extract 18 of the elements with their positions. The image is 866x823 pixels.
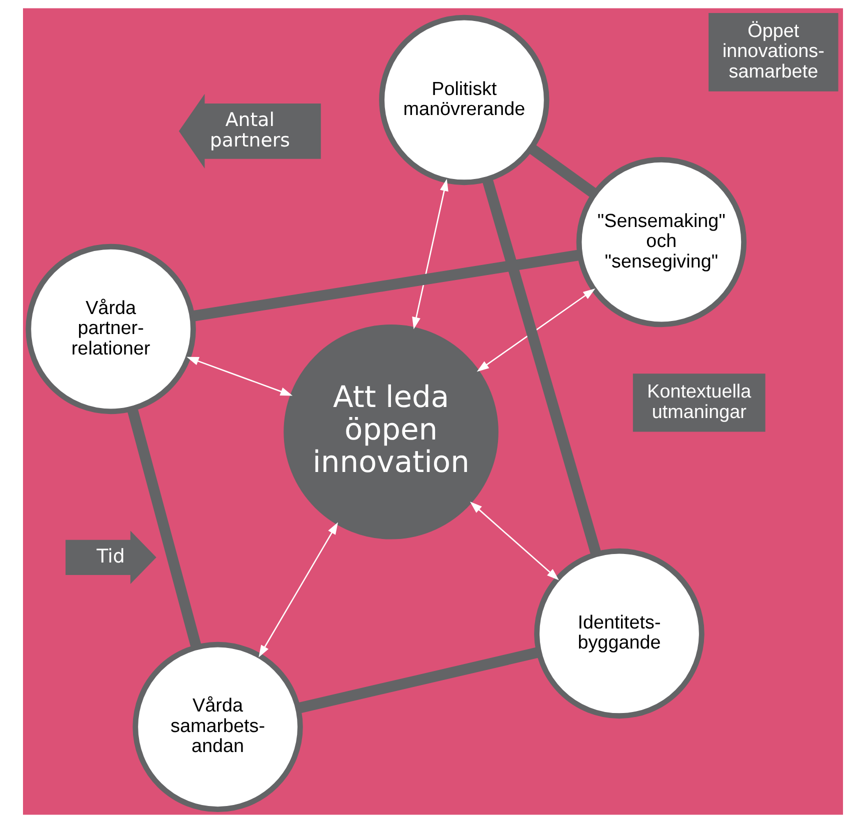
connector: [482, 178, 602, 556]
arrow: [412, 178, 448, 330]
node-circle: Att leda öppen innovation: [284, 324, 498, 540]
node-circle: Vårda partner-relationer: [26, 244, 196, 414]
arrow: [476, 288, 596, 372]
node-circle: "Sensemaking" och "sensegiving": [576, 156, 747, 328]
node-circle: Identitets-byggande: [534, 548, 704, 719]
connector: [297, 646, 540, 714]
arrow: [186, 356, 293, 396]
connector: [528, 144, 598, 198]
connector: [192, 250, 580, 322]
node-box: Öppet innovations-samarbete: [708, 12, 838, 92]
node-box: Kontextuella utmaningar: [632, 374, 766, 432]
arrow: [258, 522, 338, 658]
node-circle: Vårda samarbets-andan: [132, 642, 303, 812]
node-circle: Politiskt manövrerande: [379, 14, 550, 186]
arrow: [470, 502, 559, 580]
connector: [127, 408, 202, 648]
